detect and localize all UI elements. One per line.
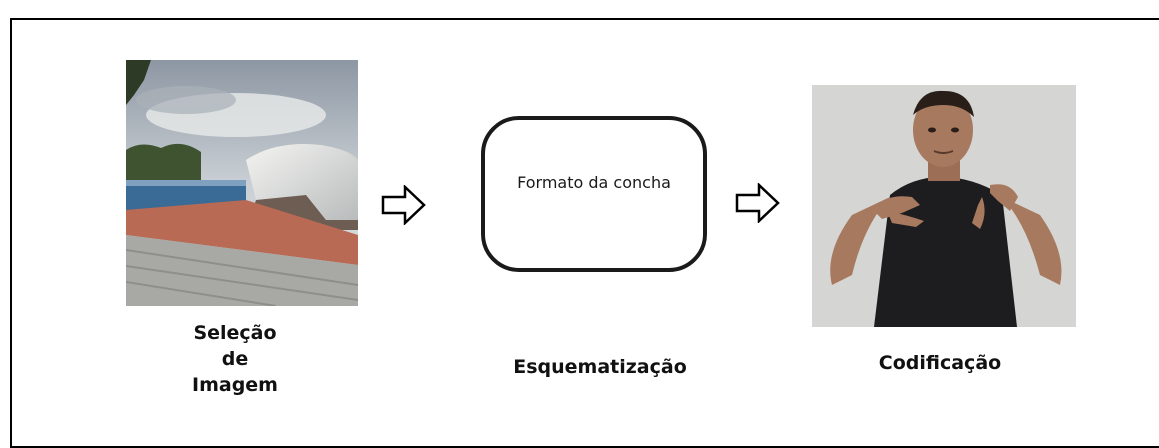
step-label-schematization: Esquematização	[513, 356, 687, 378]
signer-photo	[812, 85, 1076, 327]
schematic-box-text: Formato da concha	[517, 172, 671, 192]
amphitheater-photo	[126, 60, 358, 306]
schematic-box: Formato da concha	[481, 116, 707, 272]
step-label-codification: Codificação	[878, 352, 1002, 374]
arrow-right-icon	[381, 184, 427, 229]
arrow-right-icon	[735, 182, 781, 227]
step-label-image-selection: Seleção de Imagem	[192, 322, 278, 396]
